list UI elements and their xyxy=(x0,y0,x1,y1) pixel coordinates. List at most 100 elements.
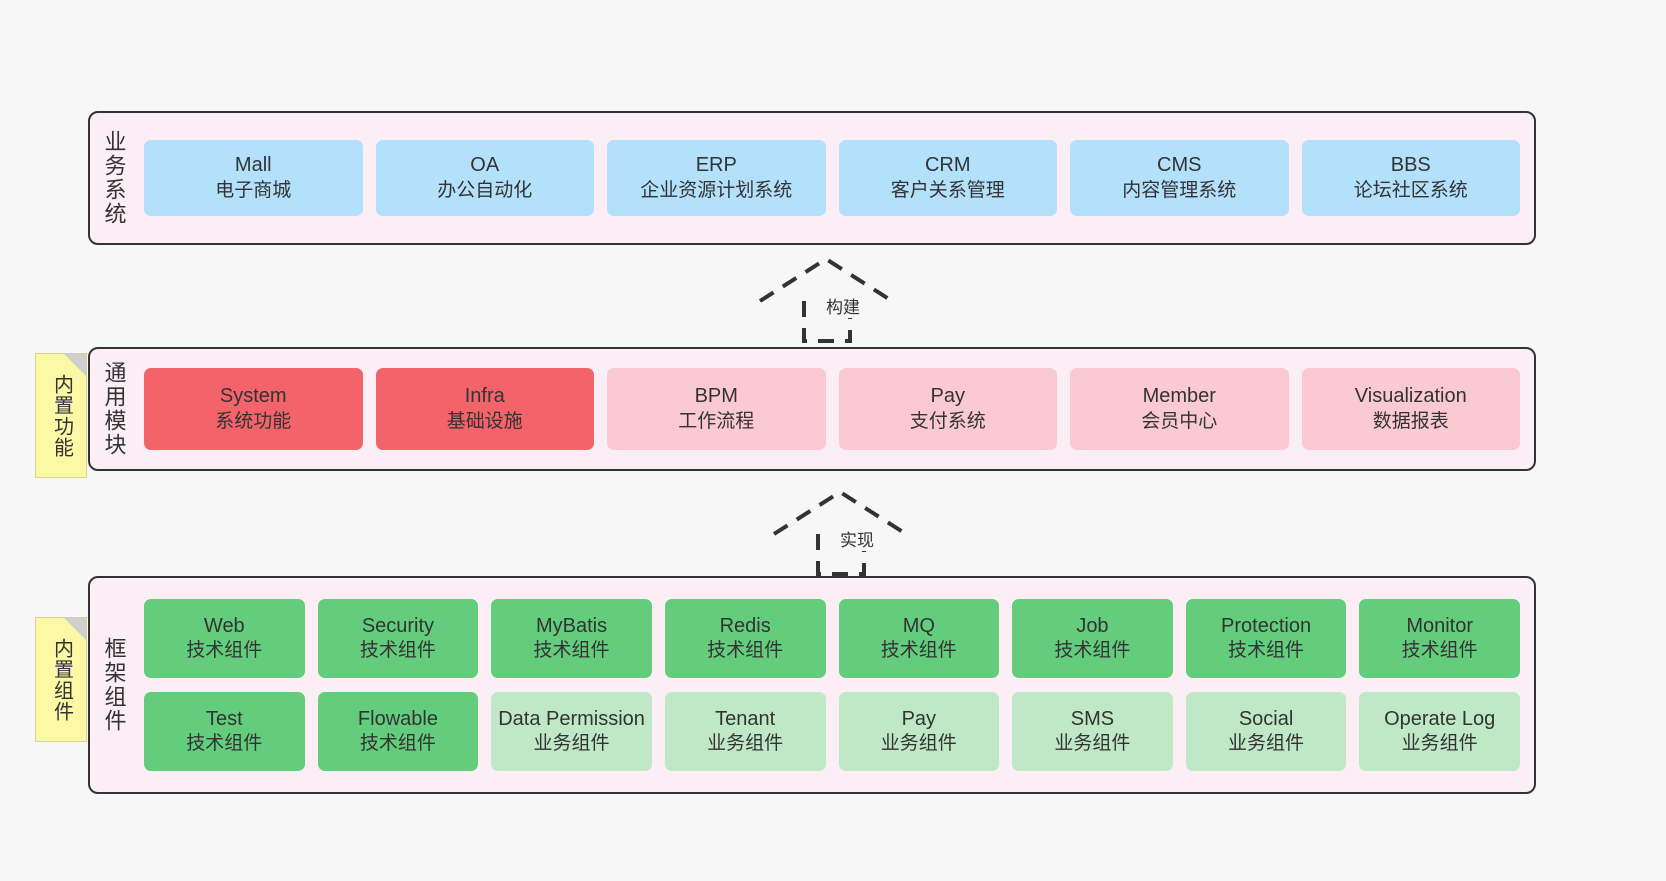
card-subtitle: 技术组件 xyxy=(880,640,957,662)
card-cms[interactable]: CMS 内容管理系统 xyxy=(1070,140,1289,216)
card-subtitle: 技术组件 xyxy=(707,640,784,662)
card-title: Infra xyxy=(464,385,505,408)
card-mall[interactable]: Mall 电子商城 xyxy=(144,140,363,216)
layer-business-system: 业务系统 Mall 电子商城 OA 办公自动化 ERP 企业资源计划系统 CRM… xyxy=(88,111,1536,245)
card-pay-component[interactable]: Pay 业务组件 xyxy=(838,692,1000,771)
card-mybatis[interactable]: MyBatis 技术组件 xyxy=(491,599,652,678)
card-subtitle: 技术组件 xyxy=(1054,640,1131,662)
card-operate-log[interactable]: Operate Log 业务组件 xyxy=(1359,692,1520,771)
card-system[interactable]: System 系统功能 xyxy=(144,368,363,450)
card-subtitle: 技术组件 xyxy=(533,640,610,662)
card-test[interactable]: Test 技术组件 xyxy=(144,692,305,771)
card-title: Member xyxy=(1142,385,1216,408)
layer-body-common-module: System 系统功能 Infra 基础设施 BPM 工作流程 Pay 支付系统… xyxy=(138,349,1534,469)
card-web[interactable]: Web 技术组件 xyxy=(144,599,305,678)
card-job[interactable]: Job 技术组件 xyxy=(1012,599,1173,678)
card-pay[interactable]: Pay 支付系统 xyxy=(838,368,1057,450)
card-subtitle: 业务组件 xyxy=(533,733,610,755)
card-title: OA xyxy=(470,154,500,177)
card-subtitle: 企业资源计划系统 xyxy=(640,179,793,201)
folded-corner-icon xyxy=(64,354,86,376)
layer-title-framework-component: 框架组件 xyxy=(101,637,127,733)
card-visualization[interactable]: Visualization 数据报表 xyxy=(1301,368,1520,450)
card-subtitle: 技术组件 xyxy=(186,733,263,755)
card-title: Tenant xyxy=(715,707,776,730)
card-bbs[interactable]: BBS 论坛社区系统 xyxy=(1301,140,1520,216)
card-title: MQ xyxy=(902,614,935,637)
card-title: Test xyxy=(205,707,243,730)
card-title: Redis xyxy=(719,614,771,637)
arrow-shaft-outline xyxy=(802,301,852,343)
card-subtitle: 数据报表 xyxy=(1372,410,1449,432)
card-subtitle: 会员中心 xyxy=(1141,410,1218,432)
card-title: Mall xyxy=(234,154,272,177)
note-builtin-function: 内置功能 xyxy=(35,353,87,478)
card-title: Social xyxy=(1238,707,1294,730)
note-label: 内置组件 xyxy=(50,637,73,722)
card-row: System 系统功能 Infra 基础设施 BPM 工作流程 Pay 支付系统… xyxy=(144,368,1520,450)
card-title: Flowable xyxy=(357,707,438,730)
card-subtitle: 客户关系管理 xyxy=(890,179,1005,201)
card-title: Pay xyxy=(901,707,937,730)
card-flowable[interactable]: Flowable 技术组件 xyxy=(317,692,479,771)
arrow-shaft-outline xyxy=(816,534,866,576)
card-bpm[interactable]: BPM 工作流程 xyxy=(607,368,826,450)
layer-common-module: 通用模块 System 系统功能 Infra 基础设施 BPM 工作流程 Pay… xyxy=(88,347,1536,471)
card-title: Pay xyxy=(930,385,965,408)
card-redis[interactable]: Redis 技术组件 xyxy=(664,599,826,678)
connector-label-build: 构建 xyxy=(824,293,862,318)
card-subtitle: 论坛社区系统 xyxy=(1353,179,1468,201)
card-title: CMS xyxy=(1157,154,1202,177)
card-subtitle: 业务组件 xyxy=(1228,733,1305,755)
card-mq[interactable]: MQ 技术组件 xyxy=(838,599,1000,678)
note-builtin-component: 内置组件 xyxy=(35,617,87,742)
card-tenant[interactable]: Tenant 业务组件 xyxy=(664,692,826,771)
connector-build: 构建 xyxy=(758,255,908,343)
card-subtitle: 技术组件 xyxy=(359,640,436,662)
card-title: System xyxy=(219,385,287,408)
card-title: Data Permission xyxy=(498,707,645,730)
layer-title-business-system: 业务系统 xyxy=(101,130,127,226)
card-title: Visualization xyxy=(1354,385,1467,408)
card-subtitle: 电子商城 xyxy=(215,179,292,201)
card-title: Protection xyxy=(1221,614,1312,637)
layer-body-business-system: Mall 电子商城 OA 办公自动化 ERP 企业资源计划系统 CRM 客户关系… xyxy=(138,113,1534,243)
card-title: ERP xyxy=(695,154,737,177)
card-infra[interactable]: Infra 基础设施 xyxy=(375,368,594,450)
card-monitor[interactable]: Monitor 技术组件 xyxy=(1359,599,1520,678)
card-subtitle: 办公自动化 xyxy=(437,179,533,201)
card-title: MyBatis xyxy=(536,614,608,637)
card-security[interactable]: Security 技术组件 xyxy=(317,599,479,678)
card-row: Mall 电子商城 OA 办公自动化 ERP 企业资源计划系统 CRM 客户关系… xyxy=(144,140,1520,216)
card-title: Web xyxy=(203,614,245,637)
card-subtitle: 基础设施 xyxy=(446,410,523,432)
card-subtitle: 技术组件 xyxy=(186,640,263,662)
card-sms[interactable]: SMS 业务组件 xyxy=(1012,692,1173,771)
card-subtitle: 工作流程 xyxy=(678,410,755,432)
card-title: CRM xyxy=(924,154,971,177)
card-subtitle: 内容管理系统 xyxy=(1122,179,1237,201)
card-subtitle: 技术组件 xyxy=(1228,640,1305,662)
card-title: Job xyxy=(1076,614,1109,637)
connector-label-implement: 实现 xyxy=(838,526,876,551)
card-subtitle: 支付系统 xyxy=(909,410,986,432)
card-title: BPM xyxy=(694,385,738,408)
card-subtitle: 业务组件 xyxy=(880,733,957,755)
card-title: BBS xyxy=(1390,154,1431,177)
card-subtitle: 业务组件 xyxy=(1054,733,1131,755)
card-erp[interactable]: ERP 企业资源计划系统 xyxy=(607,140,826,216)
layer-framework-component: 框架组件 Web 技术组件 Security 技术组件 MyBatis 技术组件… xyxy=(88,576,1536,794)
card-oa[interactable]: OA 办公自动化 xyxy=(375,140,594,216)
card-protection[interactable]: Protection 技术组件 xyxy=(1185,599,1347,678)
card-title: SMS xyxy=(1070,707,1115,730)
card-social[interactable]: Social 业务组件 xyxy=(1185,692,1347,771)
folded-corner-icon xyxy=(64,618,86,640)
card-member[interactable]: Member 会员中心 xyxy=(1070,368,1289,450)
card-row: Web 技术组件 Security 技术组件 MyBatis 技术组件 Redi… xyxy=(144,599,1520,678)
connector-implement: 实现 xyxy=(772,488,922,576)
card-crm[interactable]: CRM 客户关系管理 xyxy=(838,140,1057,216)
card-data-permission[interactable]: Data Permission 业务组件 xyxy=(491,692,652,771)
note-label: 内置功能 xyxy=(50,373,73,458)
layer-title-common-module: 通用模块 xyxy=(101,361,127,457)
